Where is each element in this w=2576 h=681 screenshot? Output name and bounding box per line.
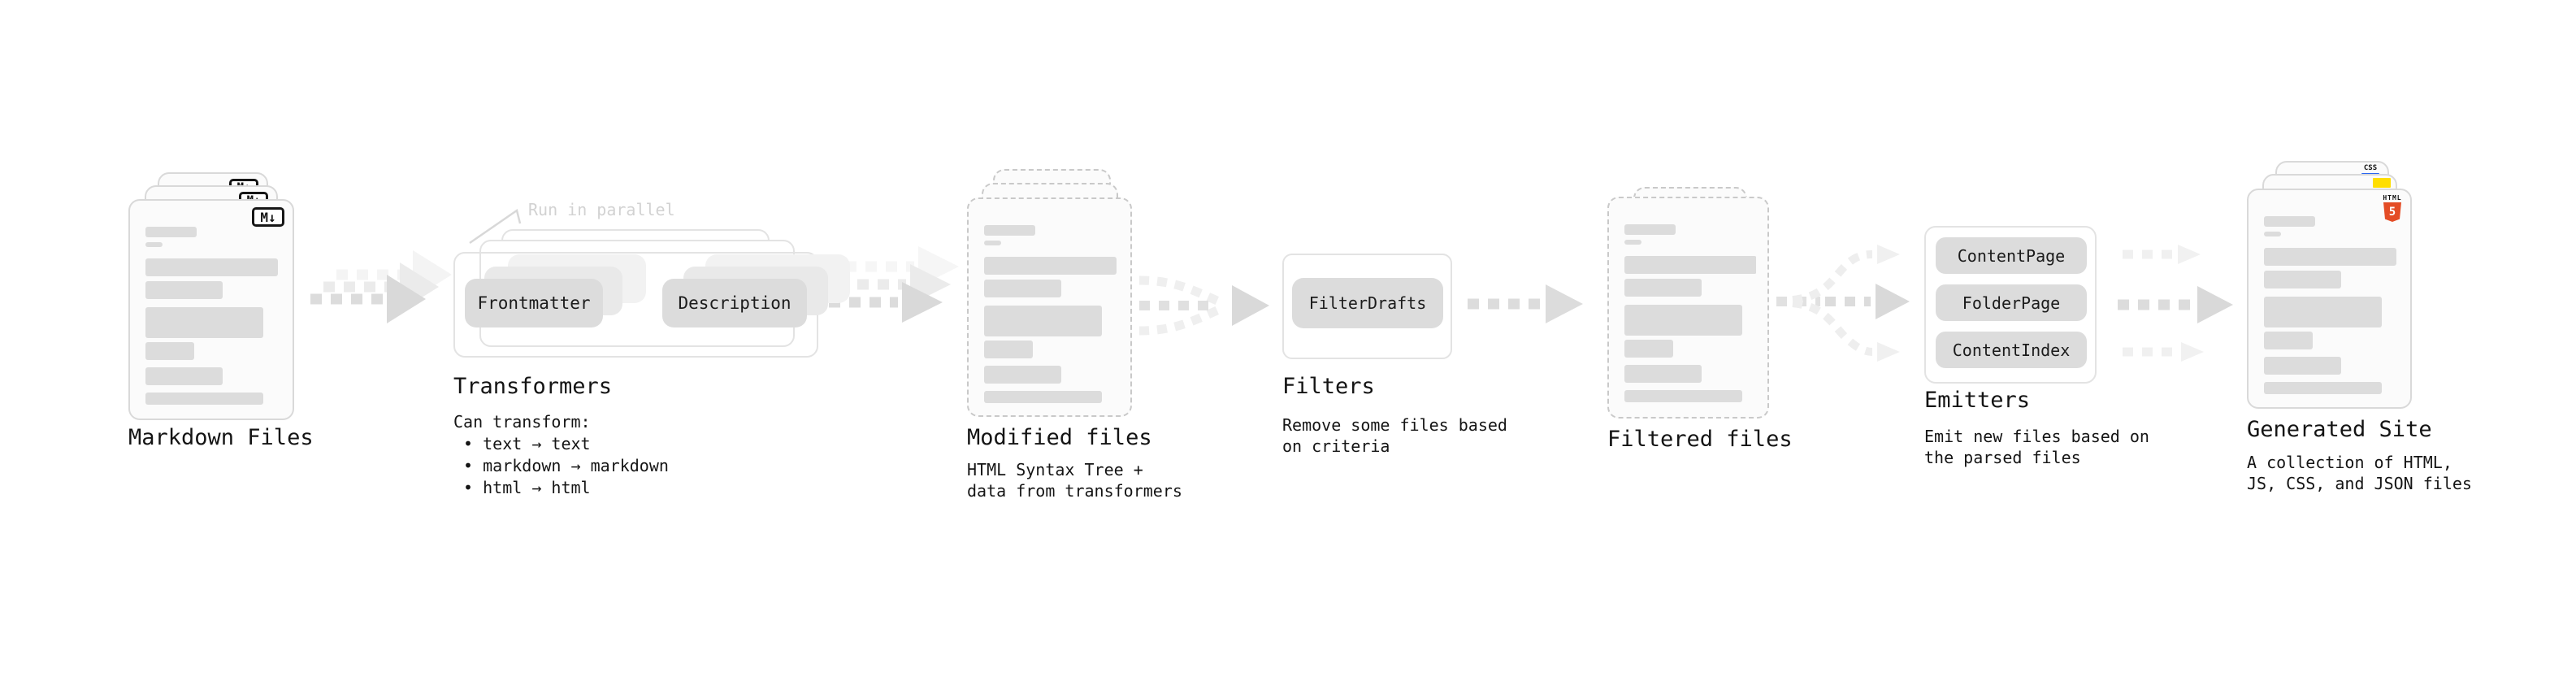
transformers-label: Transformers xyxy=(453,374,613,399)
generated-file-html: HTML 5 xyxy=(2247,189,2412,409)
arrow-transformers-to-modified xyxy=(829,246,959,323)
transformers-details: Can transform: • text → text • markdown … xyxy=(453,412,669,497)
file-content-bars xyxy=(984,199,1119,415)
arrow-filtered-to-emitters-branch xyxy=(1776,245,1910,362)
description-box: Description xyxy=(662,279,807,327)
generated-site-label: Generated Site xyxy=(2247,417,2432,442)
arrows-emitters-to-generated xyxy=(2118,245,2233,362)
file-content-bars xyxy=(1624,198,1756,417)
markdown-file-front: M↓ xyxy=(128,199,294,420)
arrow-modified-to-filters-merge xyxy=(1138,275,1269,336)
modified-files-label: Modified files xyxy=(967,425,1152,450)
filtered-file-front xyxy=(1607,197,1769,419)
arrow-filters-to-filtered xyxy=(1468,284,1583,323)
emitters-label: Emitters xyxy=(1924,388,2031,413)
modified-files-details: HTML Syntax Tree + data from transformer… xyxy=(967,460,1182,501)
filters-details: Remove some files based on criteria xyxy=(1282,415,1507,456)
filters-label: Filters xyxy=(1282,374,1375,399)
file-content-bars xyxy=(2264,190,2399,407)
filterdrafts-box: FilterDrafts xyxy=(1292,278,1443,328)
arrow-markdown-to-transformers xyxy=(310,250,452,323)
contentpage-box: ContentPage xyxy=(1936,237,2087,274)
html5-icon: HTML 5 xyxy=(2383,194,2402,222)
run-in-parallel-annotation: Run in parallel xyxy=(528,200,675,219)
javascript-icon xyxy=(2373,178,2391,188)
filtered-files-label: Filtered files xyxy=(1607,427,1793,452)
folderpage-box: FolderPage xyxy=(1936,284,2087,321)
contentindex-box: ContentIndex xyxy=(1936,332,2087,368)
markdown-files-label: Markdown Files xyxy=(128,425,314,450)
file-content-bars xyxy=(145,201,281,419)
modified-file-front xyxy=(967,197,1132,417)
frontmatter-box: Frontmatter xyxy=(465,279,603,327)
generated-site-details: A collection of HTML, JS, CSS, and JSON … xyxy=(2247,453,2472,493)
emitters-details: Emit new files based on the parsed files xyxy=(1924,427,2149,467)
run-in-parallel-callout-line xyxy=(469,208,522,245)
markdown-icon: M↓ xyxy=(252,207,284,227)
